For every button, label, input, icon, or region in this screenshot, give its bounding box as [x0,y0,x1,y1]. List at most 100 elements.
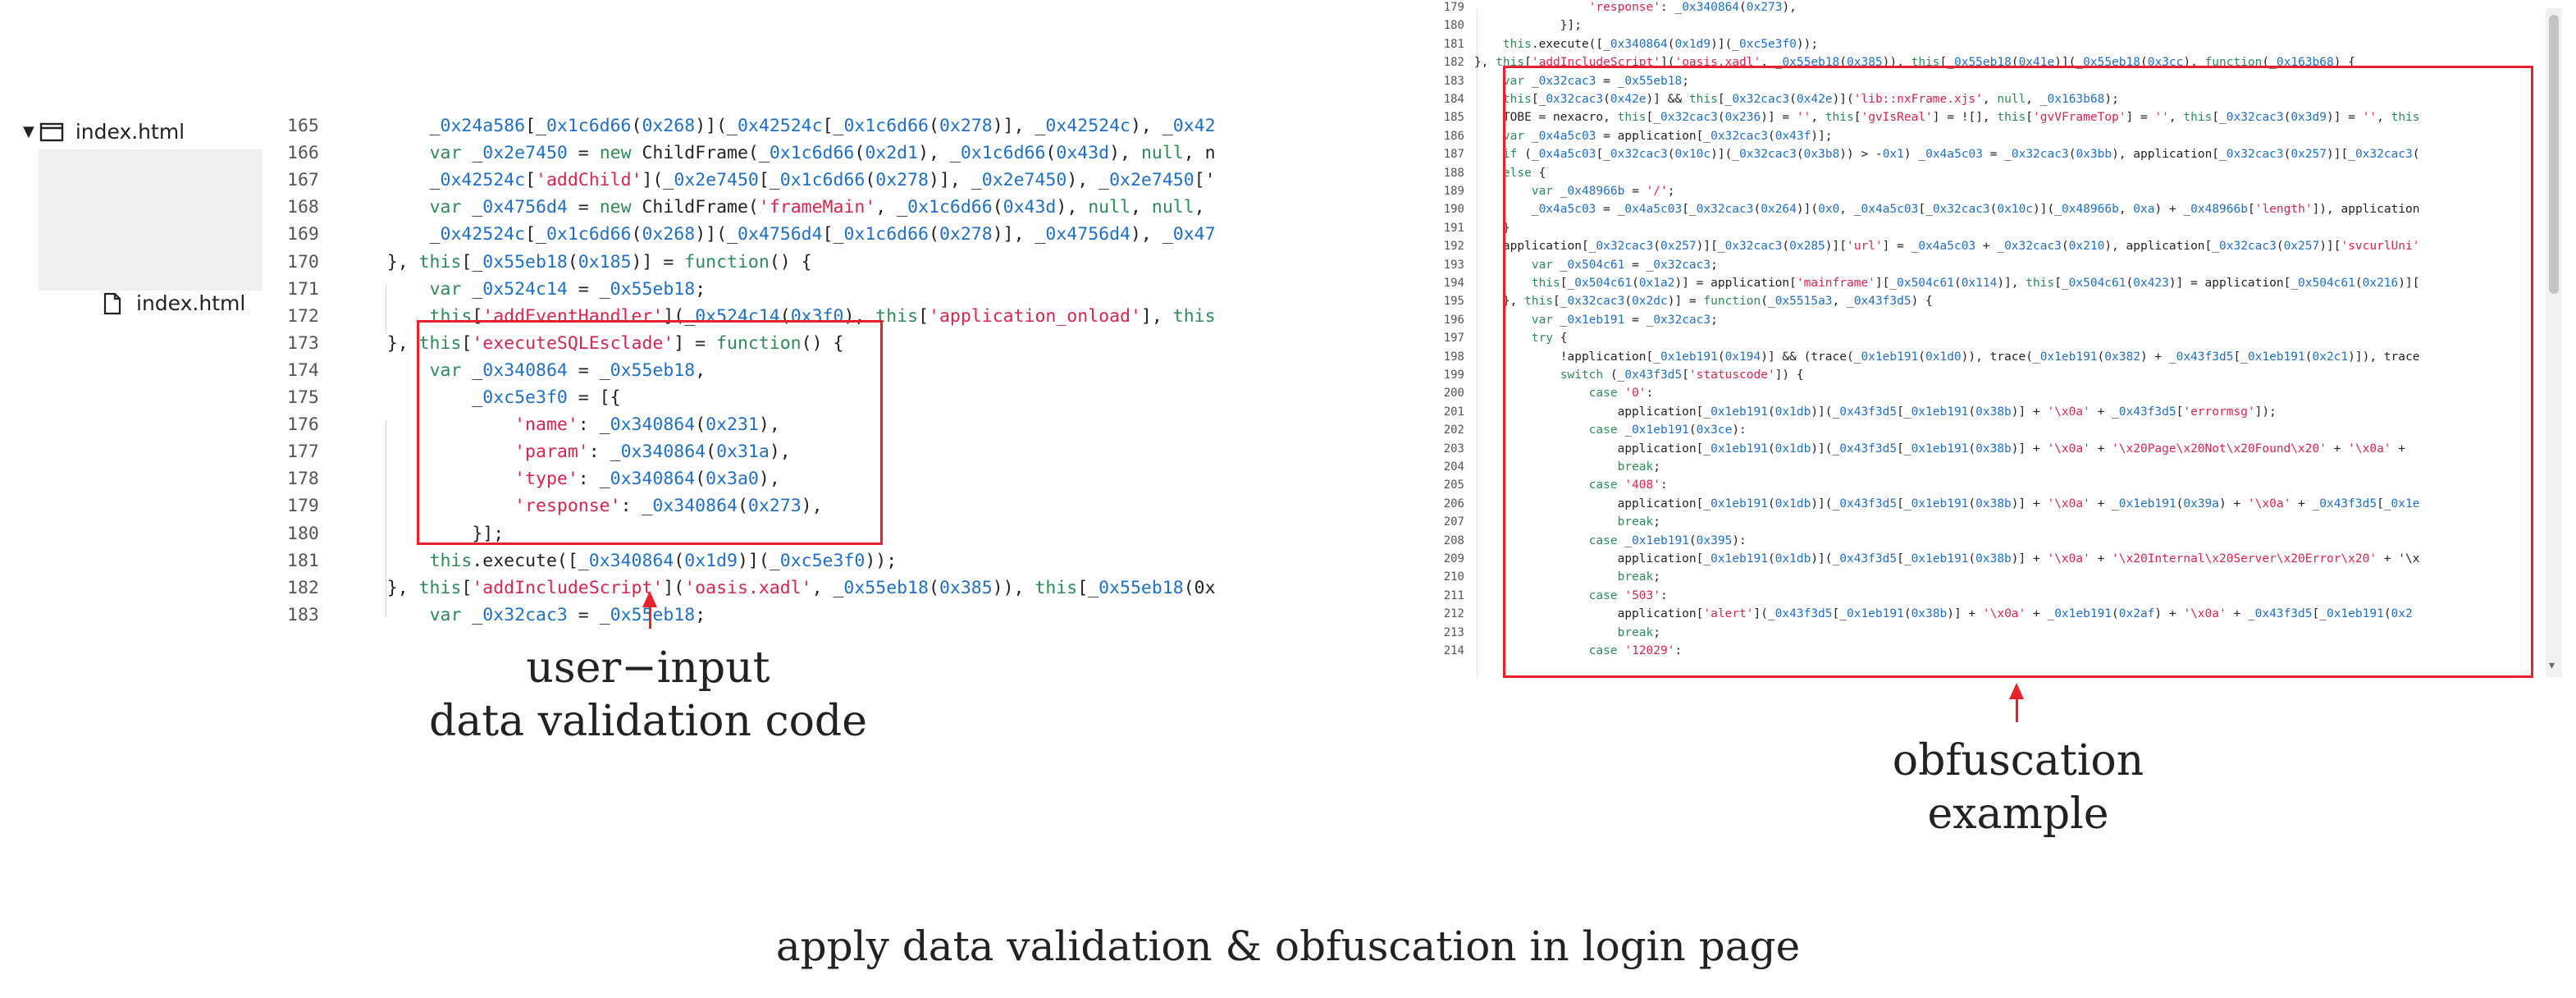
line-number: 169 [287,224,319,245]
code-line: 168 var _0x4756d4 = new ChildFrame('fram… [287,194,1205,221]
code-text: var _0x48966b = '/'; [1531,185,1675,198]
line-number: 168 [287,197,319,218]
code-line: 175 _0xc5e3f0 = [{ [287,384,621,411]
line-number: 212 [1443,607,1464,621]
line-number: 193 [1443,258,1464,272]
code-text: case _0x1eb191(0x395): [1588,533,1747,547]
code-text: 'response': _0x340864(0x273), [514,496,823,517]
right-code-viewport[interactable]: 179 'response': _0x340864(0x273), 180 }];… [1399,1,2544,677]
code-text: }]; [1474,19,1582,33]
code-text: 'type': _0x340864(0x3a0), [514,469,780,490]
code-text: this['addEventHandler'](_0x524c14(0x3f0)… [429,305,1216,327]
code-text: case '408': [1588,478,1668,492]
left-code-viewport[interactable]: ▼ index.html index.html 165 _0x24a586[_0… [16,115,1284,625]
code-line: 180 }]; [1399,16,1582,34]
line-number: 172 [287,305,319,327]
line-number: 181 [1443,37,1464,51]
line-number: 182 [1443,56,1464,70]
code-line: 171 var _0x524c14 = _0x55eb18; [287,276,706,303]
code-text: application[_0x1eb191(0x1db)](_0x43f3d5[… [1474,552,2420,565]
code-line: 193 var _0x504c61 = _0x32cac3; [1399,256,1718,274]
code-text: case '0': [1588,387,1654,401]
line-number: 179 [287,496,319,517]
code-text: }, this[_0x55eb18(0x185)] = function() { [345,251,812,272]
line-number: 166 [287,143,319,164]
line-number: 190 [1443,203,1464,217]
left-arrow [649,606,651,629]
code-line: 173 }, this['executeSQLEsclade'] = funct… [287,330,843,357]
code-text: TOBE = nexacro, this[_0x32cac3(0x236)] =… [1474,111,2420,125]
code-line: 202 case _0x1eb191(0x3ce): [1399,421,1747,439]
code-line: 204 break; [1399,458,1660,476]
file-tree-folder[interactable]: ▼ index.html [23,120,185,144]
scrollbar[interactable]: ▾ [2546,8,2562,677]
code-text: var _0x524c14 = _0x55eb18; [429,278,706,300]
code-line: 180 }]; [287,520,504,547]
left-arrow-head [642,591,657,607]
caret-down-icon[interactable]: ▼ [23,123,34,140]
line-number: 180 [287,523,319,544]
code-line: 167 _0x42524c['addChild'](_0x2e7450[_0x1… [287,167,1216,194]
right-caption-line2: example [1927,790,2109,839]
window-icon [39,122,64,141]
line-number: 181 [287,550,319,571]
line-number: 173 [287,332,319,354]
line-number: 188 [1443,166,1464,180]
code-text: 'param': _0x340864(0x31a), [514,442,791,463]
right-caption: obfuscation example [1772,735,2264,841]
code-text: var _0x504c61 = _0x32cac3; [1531,258,1718,272]
line-number: 187 [1443,148,1464,162]
code-text: application[_0x1eb191(0x1db)](_0x43f3d5[… [1474,405,2277,419]
code-line: 181 this.execute([_0x340864(0x1d9)](_0xc… [287,547,897,575]
code-line: 170 }, this[_0x55eb18(0x185)] = function… [287,249,812,276]
line-number: 196 [1443,313,1464,327]
file-tree-file[interactable]: index.html [103,291,245,315]
line-number: 179 [1443,1,1464,14]
code-line: 205 case '408': [1399,476,1668,494]
scroll-down-icon[interactable]: ▾ [2549,658,2555,671]
code-line: 191 } [1399,219,1510,237]
code-text: var _0x32cac3 = _0x55eb18; [1502,74,1689,88]
line-number: 176 [287,414,319,436]
code-text: application['alert'](_0x43f3d5[_0x1eb191… [1474,607,2413,621]
code-text: application[_0x32cac3(0x257)][_0x32cac3(… [1474,240,2420,254]
line-number: 207 [1443,515,1464,529]
code-text: _0x42524c[_0x1c6d66(0x268)](_0x4756d4[_0… [345,224,1216,245]
line-number: 204 [1443,460,1464,474]
code-line: 187 if (_0x4a5c03[_0x32cac3(0x10c)](_0x3… [1399,145,2420,163]
line-number: 197 [1443,332,1464,346]
code-line: 196 var _0x1eb191 = _0x32cac3; [1399,311,1718,329]
code-text: else { [1502,166,1546,180]
line-number: 211 [1443,588,1464,602]
code-text: } [1474,221,1510,235]
code-line: 172 this['addEventHandler'](_0x524c14(0x… [287,303,1216,330]
code-line: 178 'type': _0x340864(0x3a0), [287,465,780,492]
right-arrow-head [2009,683,2024,699]
code-text: var _0x2e7450 = new ChildFrame(_0x1c6d66… [429,143,1216,164]
code-text: break; [1617,515,1660,529]
line-number: 186 [1443,129,1464,143]
code-text: _0x42524c['addChild'](_0x2e7450[_0x1c6d6… [345,170,1216,191]
line-number: 180 [1443,19,1464,33]
line-number: 210 [1443,570,1464,584]
code-line: 200 case '0': [1399,384,1654,402]
file-tree-file-label: index.html [136,291,246,315]
code-text: break; [1617,570,1660,584]
line-number: 167 [287,170,319,191]
code-line: 213 break; [1399,624,1660,642]
line-number: 194 [1443,277,1464,290]
scrollbar-thumb[interactable] [2549,15,2559,294]
line-number: 183 [1443,74,1464,88]
code-text: _0x24a586[_0x1c6d66(0x268)](_0x42524c[_0… [345,116,1216,136]
code-text: }]; [345,523,505,544]
left-highlight-box [417,320,883,545]
line-number: 208 [1443,533,1464,547]
file-icon [103,292,121,314]
code-text: 'response': _0x340864(0x273), [1588,1,1797,14]
code-line: 198 !application[_0x1eb191(0x194)] && (t… [1399,348,2420,366]
code-line: 194 this[_0x504c61(0x1a2)] = application… [1399,274,2420,292]
code-line: 192 application[_0x32cac3(0x257)][_0x32c… [1399,237,2420,255]
code-text: case _0x1eb191(0x3ce): [1588,423,1747,437]
code-line: 183 var _0x32cac3 = _0x55eb18; [287,602,706,629]
code-text: break; [1617,625,1660,639]
